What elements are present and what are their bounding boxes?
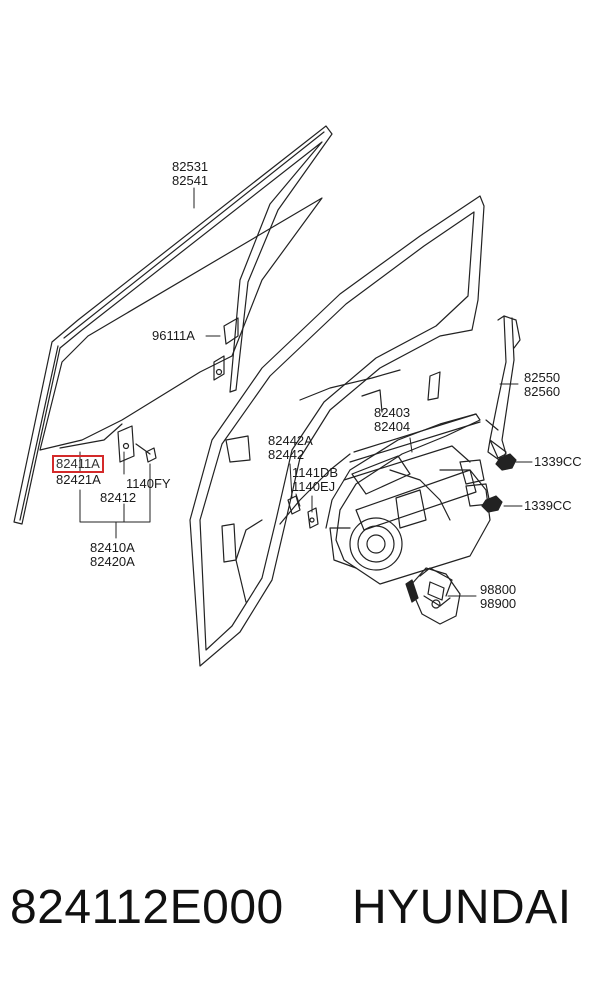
callout-82404: 82404 bbox=[374, 419, 411, 434]
callout-82420a: 82420A bbox=[90, 554, 135, 569]
callout-82412: 82412 bbox=[100, 490, 137, 505]
callout-82411a: 82411A bbox=[52, 455, 104, 473]
callout-82442: 82442 bbox=[268, 447, 305, 462]
glass-clip bbox=[117, 425, 157, 463]
glass-run-frame bbox=[13, 125, 333, 525]
door-glass-regulator-diagram bbox=[13, 125, 533, 667]
callout-1339cc-top: 1339CC bbox=[534, 454, 582, 469]
callout-1141db: 1141DB bbox=[292, 465, 339, 480]
callout-82531: 82531 bbox=[172, 159, 209, 174]
callout-82410a: 82410A bbox=[90, 540, 135, 555]
callout-82421a: 82421A bbox=[56, 472, 101, 487]
rod-and-screws bbox=[287, 495, 319, 529]
callout-82403: 82403 bbox=[374, 405, 411, 420]
callout-98800: 98800 bbox=[480, 582, 517, 597]
window-regulator bbox=[325, 413, 491, 585]
callout-82541: 82541 bbox=[172, 173, 209, 188]
callout-82442a: 82442A bbox=[268, 433, 313, 448]
regulator-motor bbox=[405, 567, 461, 625]
leader-lines bbox=[79, 187, 533, 597]
callout-1339cc-bottom: 1339CC bbox=[524, 498, 572, 513]
door-glass bbox=[39, 197, 323, 451]
door-inner-panel bbox=[189, 195, 485, 667]
callout-98900: 98900 bbox=[480, 596, 517, 611]
rear-channel bbox=[213, 317, 239, 381]
callout-82550: 82550 bbox=[524, 370, 561, 385]
callout-1140ej: 1140EJ bbox=[292, 479, 336, 494]
callout-96111a: 96111A bbox=[152, 328, 195, 343]
brand-caption: HYUNDAI bbox=[352, 881, 572, 934]
part-number-caption: 824112E000 bbox=[10, 881, 284, 934]
rear-lower-channel bbox=[485, 315, 521, 463]
nuts bbox=[481, 453, 517, 513]
callout-1140fy: 1140FY bbox=[126, 476, 171, 491]
callout-82560: 82560 bbox=[524, 384, 561, 399]
